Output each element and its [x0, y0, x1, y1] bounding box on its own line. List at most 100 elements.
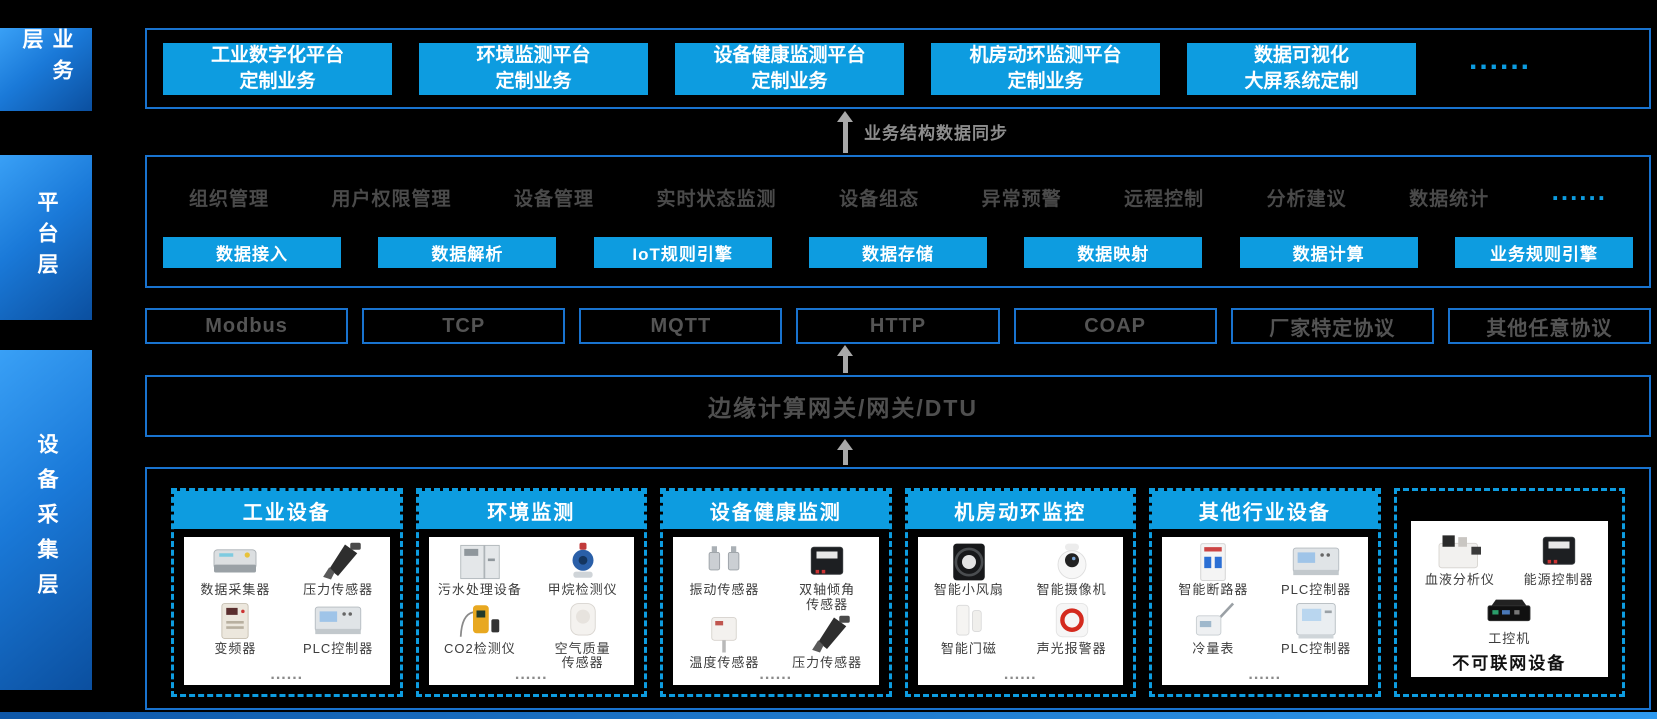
business-service-box: 数据可视化 大屏系统定制 — [1187, 42, 1416, 95]
camera-icon — [1040, 541, 1104, 583]
device-category-title: 其他行业设备 — [1152, 491, 1378, 529]
device-item: 智能断路器 — [1162, 541, 1265, 598]
device-item: 血液分析仪 — [1411, 531, 1510, 588]
analyzer-icon — [1428, 531, 1492, 573]
handheld-icon — [448, 600, 512, 642]
device-item: 智能摄像机 — [1020, 541, 1123, 598]
platform-module-box: 业务规则引擎 — [1454, 237, 1633, 268]
protocol-box: TCP — [362, 308, 566, 344]
offline-device-grid: 血液分析仪 能源控制器工控机 — [1411, 527, 1609, 646]
device-item: PLC控制器 — [287, 600, 390, 657]
platform-module-box: 数据映射 — [1024, 237, 1203, 268]
plc-icon — [1284, 541, 1348, 583]
blackbox-icon — [1527, 531, 1591, 573]
platform-function-label: 异常预警 — [981, 188, 1062, 210]
gas-icon — [551, 541, 615, 583]
platform-function-label: 远程控制 — [1124, 188, 1205, 210]
platform-function-label: 用户权限管理 — [331, 188, 452, 210]
device-more-dots: ...... — [1248, 666, 1282, 683]
device-grid: 智能小风扇 智能摄像机智能门磁 声光报警器 — [918, 537, 1124, 656]
device-label: 污水处理设备 — [437, 582, 522, 597]
doormag-icon — [937, 600, 1001, 642]
device-category-title: 设备健康监测 — [663, 491, 889, 529]
device-category-title: 环境监测 — [418, 491, 644, 529]
business-layer-container: 工业数字化平台 定制业务环境监测平台 定制业务设备健康监测平台 定制业务机房动环… — [145, 28, 1651, 109]
device-label: 智能门磁 — [940, 640, 997, 656]
device-item: 振动传感器 — [673, 541, 776, 612]
device-item: 压力传感器 — [776, 614, 879, 671]
device-item: 声光报警器 — [1020, 600, 1123, 657]
platform-function-label: 实时状态监测 — [656, 188, 777, 210]
device-item: CO2检测仪 — [429, 600, 532, 671]
device-item: 双轴倾角 传感器 — [776, 541, 879, 612]
vfd-icon — [203, 600, 267, 642]
platform-functions-row: 组织管理用户权限管理设备管理实时状态监测设备组态异常预警远程控制分析建议数据统计… — [189, 176, 1607, 210]
platform-module-box: IoT规则引擎 — [593, 237, 772, 268]
device-label: 声光报警器 — [1036, 640, 1107, 656]
sync-arrow-label: 业务结构数据同步 — [864, 124, 1008, 143]
device-label: PLC控制器 — [302, 640, 374, 656]
platform-module-box: 数据接入 — [163, 237, 341, 268]
platform-module-box: 数据计算 — [1239, 237, 1418, 268]
edge-gateway-label: 边缘计算网关/网关/DTU — [707, 395, 979, 421]
device-category-title: 机房动环监控 — [907, 491, 1133, 529]
device-cards-row: 工业设备数据采集器压力传感器 变频器 PLC控制器...... 环境监测污水处理设备甲… — [147, 469, 1649, 708]
tempbox-icon — [692, 614, 756, 656]
device-item: 数据采集器 — [184, 541, 287, 598]
device-label: 血液分析仪 — [1424, 572, 1495, 587]
protocol-box: COAP — [1013, 308, 1217, 344]
platform-function-label: 设备管理 — [514, 188, 595, 210]
business-service-box: 设备健康监测平台 定制业务 — [675, 42, 904, 95]
collector-icon — [203, 541, 267, 583]
device-category-card: 机房动环监控智能小风扇智能摄像机智能门磁声光报警器...... — [904, 488, 1136, 697]
device-label: 智能摄像机 — [1036, 582, 1107, 597]
platform-layer-container: 组织管理用户权限管理设备管理实时状态监测设备组态异常预警远程控制分析建议数据统计… — [145, 155, 1651, 288]
device-item: 能源控制器 — [1509, 531, 1608, 588]
platform-function-label: 设备组态 — [839, 188, 920, 210]
device-item: 空气质量 传感器 — [531, 600, 634, 671]
device-item: 智能门磁 — [918, 600, 1021, 657]
layer-label-platform: 平台层 — [0, 155, 92, 320]
device-item: 温度传感器 — [673, 614, 776, 671]
business-service-box: 环境监测平台 定制业务 — [419, 42, 648, 95]
device-item: 污水处理设备 — [429, 541, 532, 598]
airbox-icon — [551, 600, 615, 642]
business-service-box: 工业数字化平台 定制业务 — [163, 42, 392, 95]
breaker-icon — [1181, 541, 1245, 583]
protocol-box: MQTT — [579, 308, 783, 344]
platform-function-label: 数据统计 — [1409, 188, 1490, 210]
device-item: PLC控制器 — [1265, 600, 1368, 657]
device-label: 冷量表 — [1192, 640, 1235, 656]
layer-label-device: 设备采集层 — [0, 350, 92, 690]
device-photo-panel: 智能小风扇智能摄像机智能门磁声光报警器...... — [917, 537, 1124, 685]
device-more-dots: ...... — [759, 666, 793, 683]
device-label: 智能小风扇 — [933, 582, 1004, 597]
bottom-accent-bar — [0, 712, 1657, 719]
probe-icon — [795, 614, 859, 656]
device-label: 温度传感器 — [689, 655, 760, 671]
cylinders-icon — [692, 541, 756, 583]
offline-caption: 不可联网设备 — [1452, 654, 1567, 674]
device-label: 数据采集器 — [200, 582, 271, 597]
device-label: 变频器 — [214, 640, 257, 656]
device-category-title: 工业设备 — [174, 491, 400, 529]
device-arrow-icon — [837, 439, 853, 465]
device-label: 压力传感器 — [792, 655, 863, 671]
business-services-row: 工业数字化平台 定制业务环境监测平台 定制业务设备健康监测平台 定制业务机房动环… — [147, 30, 1649, 107]
edge-gateway-box: 边缘计算网关/网关/DTU — [145, 375, 1651, 437]
device-label: 振动传感器 — [689, 582, 760, 597]
device-label: 工控机 — [1488, 630, 1531, 646]
device-item: 智能小风扇 — [918, 541, 1021, 598]
device-layer-container: 工业设备数据采集器压力传感器 变频器 PLC控制器...... 环境监测污水处理设备甲… — [145, 467, 1651, 710]
alarm-icon — [1040, 600, 1104, 642]
device-label: 能源控制器 — [1523, 572, 1594, 587]
device-label: 智能断路器 — [1178, 582, 1249, 597]
